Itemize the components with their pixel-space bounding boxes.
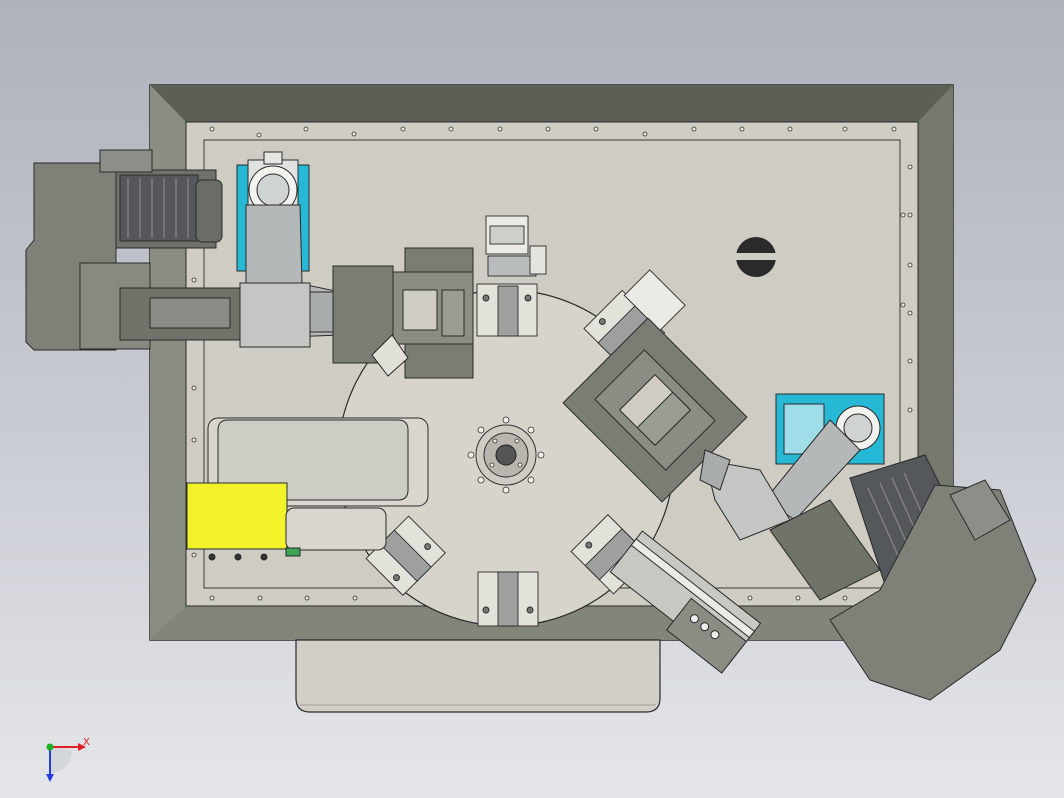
- fixture-bottom: [477, 571, 539, 627]
- inspection-hole: [736, 237, 776, 277]
- right-motor-unit: [769, 454, 1037, 701]
- axis-triad-icon: X: [46, 737, 90, 782]
- right-pipe-elbow: [699, 419, 861, 541]
- x-axis-label: X: [83, 737, 90, 748]
- left-clamp-block: [332, 247, 474, 379]
- left-saddle: [186, 417, 429, 561]
- left-motor-unit: [25, 149, 241, 351]
- fixture-top: [476, 215, 547, 337]
- right-clamp-block: [562, 317, 748, 503]
- plate-bolt-holes: [191, 126, 913, 601]
- fixture-lower-left: [365, 515, 446, 596]
- bottom-tray: [295, 639, 661, 713]
- lower-right-slide: [609, 530, 762, 674]
